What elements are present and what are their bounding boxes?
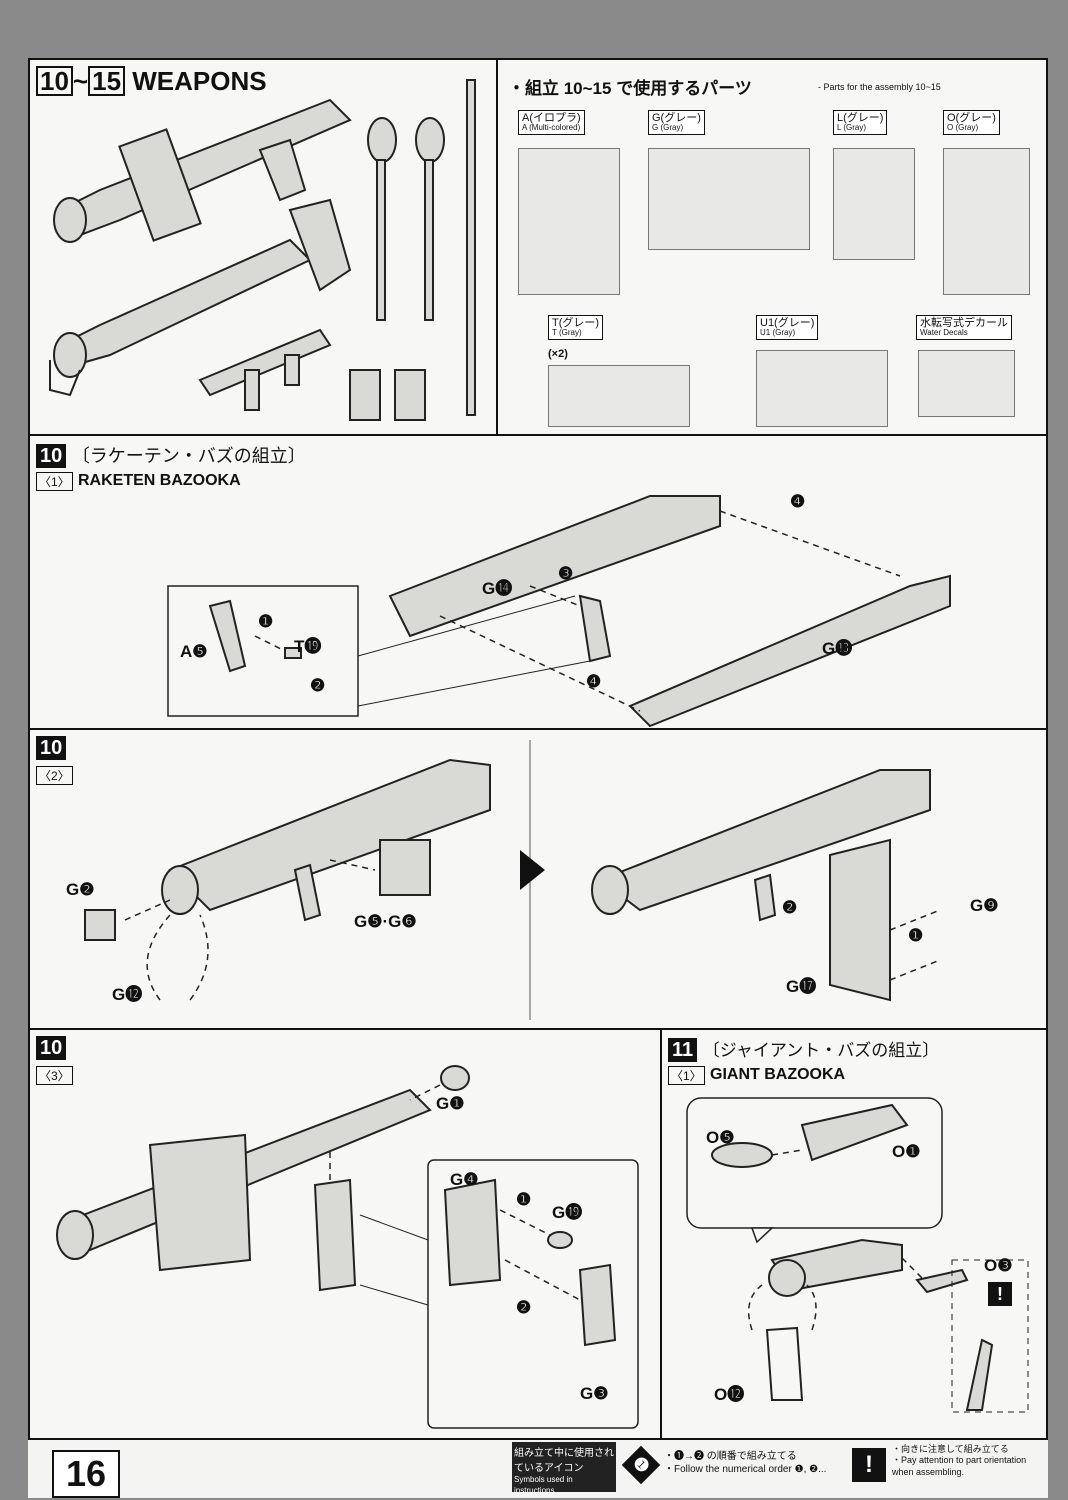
part-o3: O❸ [984,1256,1013,1275]
step-range-start: 10 [36,66,73,96]
step-11-1-illustration [686,1097,1029,1413]
step-sub: 〈3〉 [36,1066,73,1085]
weapons-title: 10~15 WEAPONS [36,66,267,97]
part-g4: G❹ [450,1170,479,1189]
step-range-sep: ~ [72,66,89,96]
step-range-end: 15 [88,66,126,96]
runner-g-image [648,148,810,250]
part-g9: G❾ [970,896,999,915]
weapons-illustration [49,79,476,421]
runner-o-label: O(グレー)O (Gray) [943,110,1000,135]
step-title-en: RAKETEN BAZOOKA [78,472,241,489]
page-number: 16 [52,1450,121,1498]
parts-list-panel: ・組立 10~15 で使用するパーツ - Parts for the assem… [496,58,1048,436]
part-g1: G❶ [436,1094,465,1113]
runner-u1-label: U1(グレー)U1 (Gray) [756,315,819,340]
part-o12: O⓬ [714,1385,745,1404]
step-10-2-header: 10 [36,736,67,760]
runner-g-label: G(グレー)G (Gray) [648,110,705,135]
orientation-icon: ! [852,1448,886,1482]
order-1: ❶ [908,926,924,945]
raketen-illustration [167,495,951,728]
step-10-1-panel: 10 〔ラケーテン・バズの組立〕 〈1〉 RAKETEN BAZOOKA [28,434,1048,730]
step-title-jp: 〔ラケーテン・バズの組立〕 [71,446,306,466]
step-number: 10 [36,444,67,468]
part-a5: A❺ [180,642,208,661]
step-10-3-illustration [56,1065,639,1429]
runner-l-label: L(グレー)L (Gray) [833,110,888,135]
order-1: ❶ [258,612,274,631]
part-g17: G⓱ [786,977,817,996]
part-o5: O❺ [706,1128,735,1147]
runner-t-qty: (×2) [548,348,568,360]
step-sub: 〈1〉 [668,1066,705,1085]
parts-list-title-en: - Parts for the assembly 10~15 [818,82,941,92]
runner-a-label: A(イロプラ)A (Multi-colored) [518,110,585,135]
order-4b: ❹ [586,672,602,691]
decal-sheet-image [918,350,1015,417]
part-g5-g6: G❺·G❻ [354,912,417,931]
part-g13: G⓭ [822,639,853,658]
step-10-1-header: 10 〔ラケーテン・バズの組立〕 [36,442,306,468]
step-title-jp: 〔ジャイアント・バズの組立〕 [702,1041,940,1060]
step-11-1-panel: 11 〔ジャイアント・バズの組立〕 〈1〉 GIANT BAZOOKA [660,1028,1048,1440]
runner-o-image [943,148,1030,295]
part-o1: O❶ [892,1142,921,1161]
order-description: ・❶→❷ の順番で組み立てる・Follow the numerical orde… [664,1451,827,1475]
manual-page: 10~15 WEAPONS [28,58,1048,1498]
step-sub: 〈1〉 [36,472,73,491]
part-g19: G⓳ [552,1203,583,1222]
orientation-warning-icon: ! [988,1282,1012,1306]
orientation-description: ・向きに注意して組み立てる・Pay attention to part orie… [892,1444,1027,1477]
order-1: ❶ [516,1190,532,1209]
part-g3: G❸ [580,1384,609,1403]
order-2: ❷ [310,676,326,695]
runner-t-image [548,365,690,427]
runner-t-label: T(グレー)T (Gray) [548,315,604,340]
step-sub: 〈2〉 [36,766,73,785]
step-number: 11 [668,1038,698,1062]
weapons-overview-panel: 10~15 WEAPONS [28,58,498,436]
runner-u1-image [756,350,888,427]
step-10-2-illustration [84,740,941,1020]
weapons-heading: WEAPONS [132,66,267,96]
order-3: ❸ [558,564,574,583]
part-g14: G⓮ [482,579,513,598]
part-t19: T⓳ [294,637,322,656]
order-2: ❷ [516,1298,532,1317]
order-2: ❷ [782,898,798,917]
step-10-3-header: 10 [36,1036,67,1060]
step-number: 10 [36,736,67,760]
step-10-2-panel: 10 〈2〉 [28,728,1048,1030]
step-10-3-panel: 10 〈3〉 [28,1028,662,1440]
order-icon: ❶ [621,1445,661,1485]
step-title-en: GIANT BAZOOKA [710,1066,846,1083]
step-number: 10 [36,1036,67,1060]
part-g12: G⓬ [112,985,143,1004]
part-g2: G❷ [66,880,95,899]
step-11-1-header: 11 〔ジャイアント・バズの組立〕 [668,1036,939,1062]
runner-a-image [518,148,620,295]
runner-l-image [833,148,915,260]
order-4a: ❹ [790,492,806,511]
parts-list-title: ・組立 10~15 で使用するパーツ [508,79,752,98]
